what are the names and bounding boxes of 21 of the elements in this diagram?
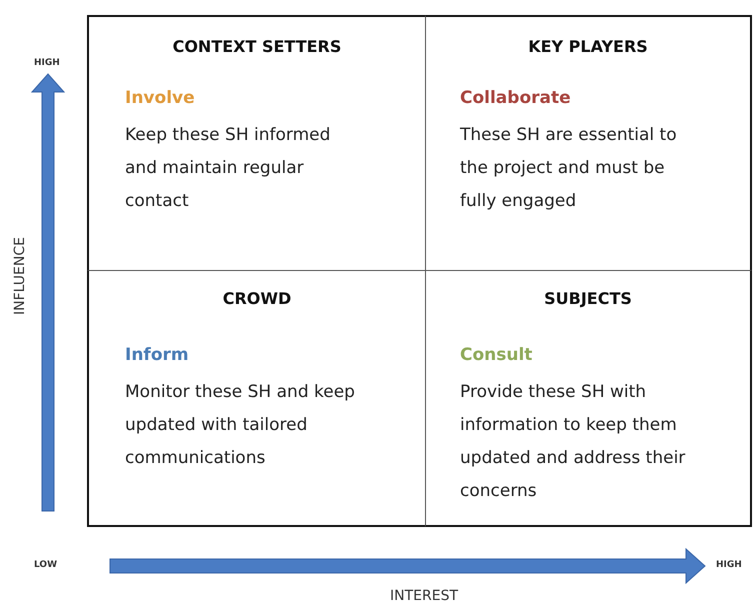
quadrant-heading: SUBJECTS	[543, 289, 633, 308]
axis-end-label: HIGH	[34, 58, 60, 68]
action-label: Collaborate	[460, 88, 571, 108]
quadrant-box	[87, 15, 425, 270]
quadrant-heading: CONTEXT SETTERS	[172, 37, 342, 56]
quadrant-heading: KEY PLAYERS	[527, 37, 649, 56]
quadrant-box	[425, 270, 752, 527]
axis-title: INFLUENCE	[12, 237, 28, 315]
axis-end-label: LOW	[34, 560, 57, 570]
action-label: Inform	[125, 345, 189, 365]
quadrant-box	[87, 270, 425, 527]
axis-title: INTEREST	[390, 588, 458, 604]
quadrant-description: Keep these SH informed and maintain regular contact	[125, 124, 332, 213]
quadrant-description: Provide these SH with information to keep them updated and address their concerns	[460, 381, 686, 503]
quadrant-heading: CROWD	[222, 289, 292, 308]
action-label: Involve	[125, 88, 195, 108]
quadrant-description: These SH are essential to the project and must be fully engaged	[460, 124, 678, 213]
axis-end-label: HIGH	[716, 560, 742, 570]
action-label: Consult	[460, 345, 532, 365]
quadrant-box	[425, 15, 752, 270]
quadrant-description: Monitor these SH and keep updated with tailored communications	[125, 381, 356, 470]
